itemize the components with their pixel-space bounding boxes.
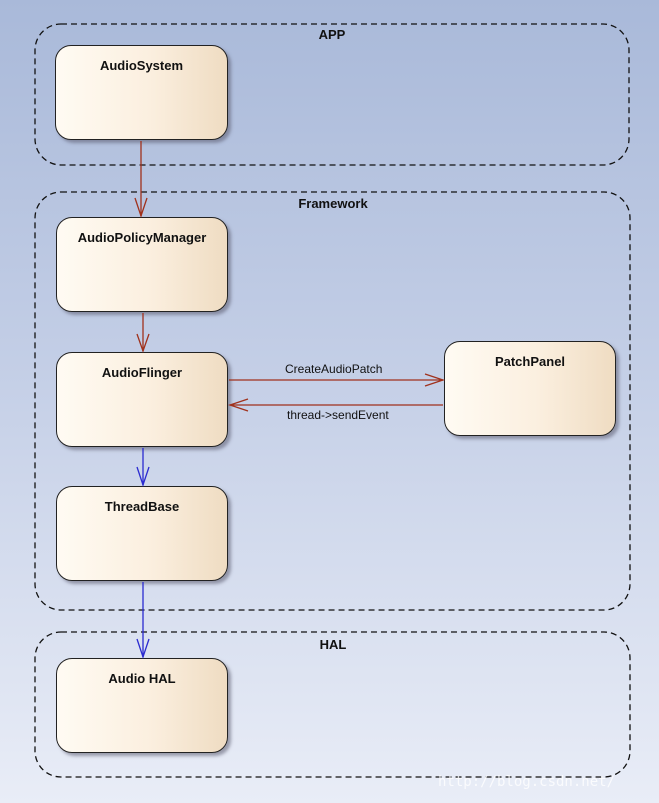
framework-group-frame [34,191,631,611]
thread-base-label: ThreadBase [104,499,180,514]
edge-audioflinger-to-threadbase [136,448,150,488]
hal-group-label: HAL [319,637,347,652]
audio-flinger-node[interactable]: AudioFlinger [56,352,228,447]
audio-hal-node[interactable]: Audio HAL [56,658,228,753]
edge-policymanager-to-audioflinger [136,313,150,353]
patch-panel-node[interactable]: PatchPanel [444,341,616,436]
patch-panel-label: PatchPanel [494,354,566,369]
audio-policy-manager-label: AudioPolicyManager [77,230,207,245]
audio-system-node[interactable]: AudioSystem [55,45,228,140]
audio-hal-label: Audio HAL [108,671,176,686]
app-group-frame [34,23,630,166]
framework-group-label: Framework [298,196,368,211]
edge-audiosystem-to-policymanager [134,141,148,219]
audio-policy-manager-node[interactable]: AudioPolicyManager [56,217,228,312]
audio-system-label: AudioSystem [99,58,184,73]
app-group-label: APP [318,27,346,42]
edge-threadbase-to-audiohal [136,582,150,660]
edge-create-audio-patch [229,373,446,387]
thread-base-node[interactable]: ThreadBase [56,486,228,581]
watermark: http://blog.csdn.net/ [438,774,616,790]
audio-flinger-label: AudioFlinger [101,365,183,380]
create-audio-patch-label: CreateAudioPatch [285,362,383,376]
send-event-label: thread->sendEvent [287,408,389,422]
edge-send-event [227,398,443,412]
hal-group-frame [34,631,631,778]
